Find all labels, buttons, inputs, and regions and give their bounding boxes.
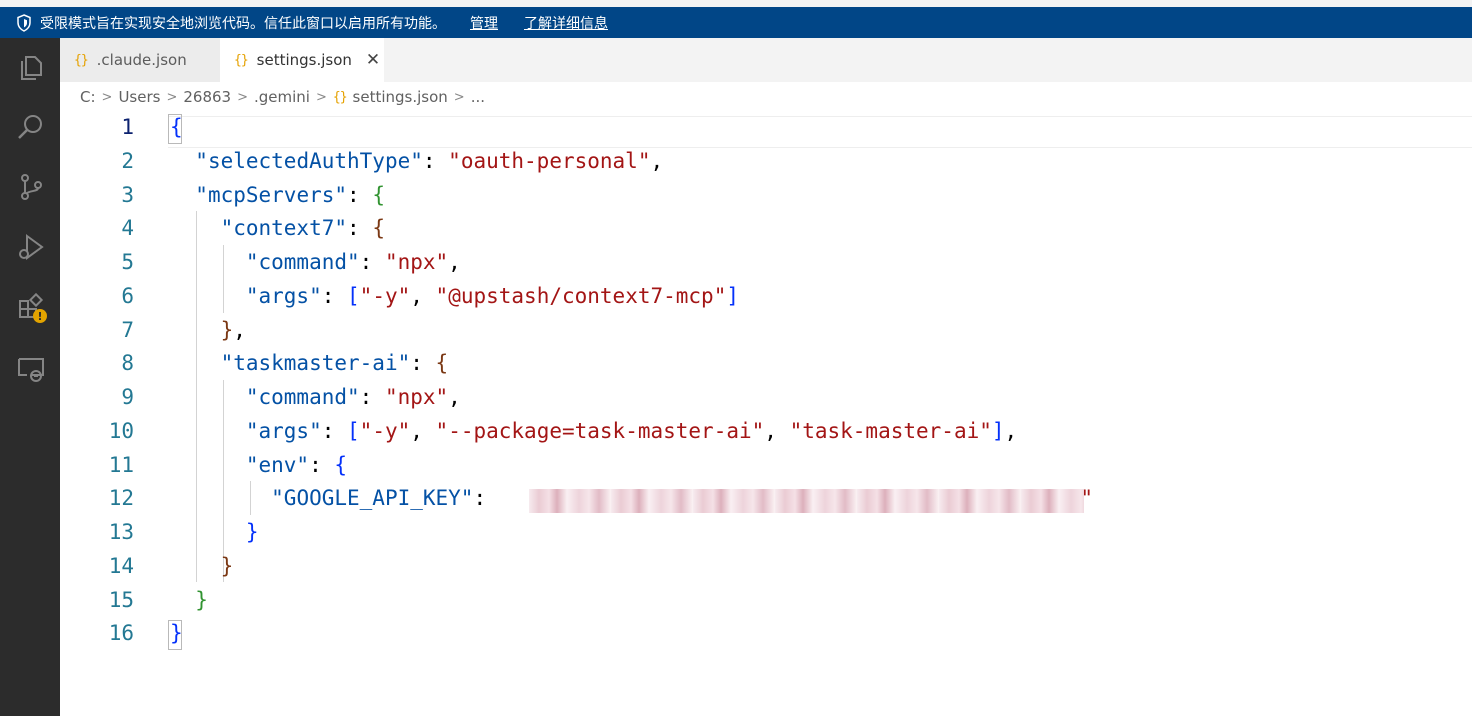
matching-bracket-highlight [168, 114, 182, 144]
line-number: 14 [108, 554, 134, 578]
indent-guide [250, 481, 251, 515]
code-line: "env": { [245, 453, 348, 477]
line-number: 7 [121, 318, 134, 342]
tab-settings-json[interactable]: {} settings.json ✕ [220, 38, 384, 82]
line-number: 11 [108, 453, 134, 477]
code-line: "mcpServers": { [195, 183, 385, 207]
indent-guide [196, 211, 197, 582]
run-debug-icon[interactable] [14, 230, 48, 264]
code-editor[interactable]: 1 2 3 4 5 6 7 8 9 10 11 12 13 14 15 16 {… [60, 110, 1472, 716]
tab-claude-json[interactable]: {} .claude.json [60, 38, 220, 82]
json-file-icon: {} [332, 89, 348, 105]
source-control-icon[interactable] [14, 170, 48, 204]
restricted-mode-banner: 受限模式旨在实现安全地浏览代码。信任此窗口以启用所有功能。 管理 了解详细信息 [0, 7, 1472, 38]
tab-label: settings.json [256, 51, 352, 69]
line-number: 4 [121, 216, 134, 240]
line-number: 10 [108, 419, 134, 443]
chevron-right-icon: > [453, 89, 465, 105]
code-line: "command": "npx", [245, 385, 461, 409]
line-number: 13 [108, 520, 134, 544]
breadcrumb-item[interactable]: C: [80, 88, 96, 106]
chevron-right-icon: > [101, 89, 113, 105]
extensions-icon[interactable]: ! [14, 290, 48, 324]
line-number: 1 [121, 115, 134, 139]
code-line: "command": "npx", [245, 250, 461, 274]
code-line: }, [220, 318, 246, 342]
breadcrumb-item[interactable]: 26863 [183, 88, 232, 106]
indent-guide [223, 245, 224, 313]
breadcrumb: C: > Users > 26863 > .gemini > {} settin… [80, 84, 485, 110]
redacted-api-key [529, 489, 1084, 513]
code-line: "args": ["-y", "@upstash/context7-mcp"] [245, 284, 739, 308]
remote-explorer-icon[interactable] [14, 352, 48, 386]
banner-learn-more-link[interactable]: 了解详细信息 [524, 15, 608, 32]
code-line: "taskmaster-ai": { [220, 351, 449, 375]
chevron-right-icon: > [237, 89, 248, 105]
line-number: 16 [108, 621, 134, 645]
activity-bar: ! [0, 38, 60, 716]
line-number: 15 [108, 588, 134, 612]
editor-tab-bar: {} .claude.json {} settings.json ✕ [60, 38, 1472, 82]
code-line: } [245, 520, 259, 544]
chevron-right-icon: > [166, 89, 178, 105]
line-number: 6 [121, 284, 134, 308]
warning-badge: ! [37, 310, 42, 323]
code-line: { [170, 115, 183, 139]
code-line: "context7": { [220, 216, 385, 240]
indent-guide [223, 380, 224, 582]
current-line-highlight [168, 116, 1472, 148]
matching-bracket-highlight [168, 620, 182, 650]
shield-icon [17, 13, 31, 32]
search-icon[interactable] [14, 110, 48, 144]
line-number: 12 [108, 486, 134, 510]
chevron-right-icon: > [315, 89, 327, 105]
code-line: "args": ["-y", "--package=task-master-ai… [245, 419, 1018, 443]
line-number: 2 [121, 149, 134, 173]
breadcrumb-item[interactable]: Users [118, 88, 161, 106]
code-line: "selectedAuthType": "oauth-personal", [195, 149, 664, 173]
line-number: 5 [121, 250, 134, 274]
code-line: "GOOGLE_API_KEY": " [271, 486, 1093, 510]
json-file-icon: {} [74, 52, 89, 68]
banner-message: 受限模式旨在实现安全地浏览代码。信任此窗口以启用所有功能。 [40, 15, 446, 32]
breadcrumb-file[interactable]: settings.json [352, 88, 448, 106]
line-number: 3 [121, 183, 134, 207]
line-number: 9 [121, 385, 134, 409]
window-top-strip [0, 0, 1472, 7]
breadcrumb-item[interactable]: .gemini [253, 88, 310, 106]
explorer-icon[interactable] [14, 50, 48, 84]
code-line: } [195, 588, 208, 612]
breadcrumb-more[interactable]: ... [470, 88, 486, 106]
code-line: } [220, 554, 234, 578]
line-number: 8 [121, 351, 134, 375]
tab-label: .claude.json [96, 51, 187, 69]
close-icon[interactable]: ✕ [365, 50, 381, 70]
json-file-icon: {} [234, 52, 249, 68]
code-line: } [170, 621, 183, 645]
banner-manage-link[interactable]: 管理 [470, 15, 498, 32]
